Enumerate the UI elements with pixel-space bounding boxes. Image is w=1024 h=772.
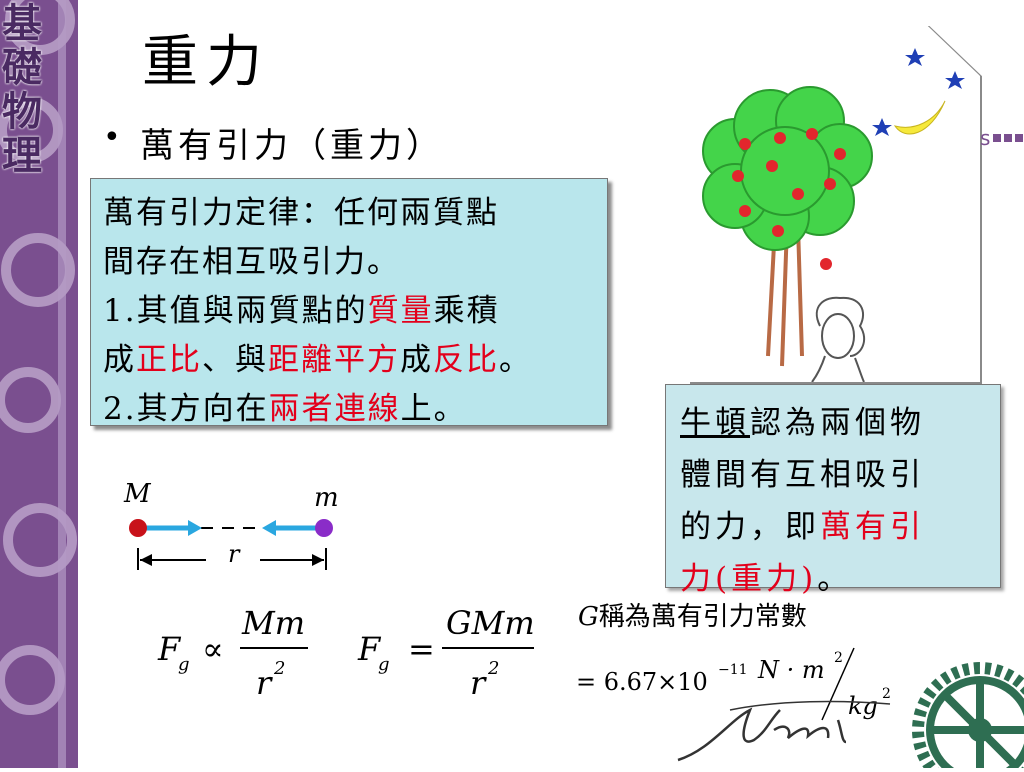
two-mass-diagram: M m r [118,478,358,582]
denominator-exponent: 2 [273,658,285,679]
newton-apple-illustration [690,26,980,382]
numerator: Mm [241,604,305,642]
law-text: 。 [499,342,532,378]
law-text: 乘積 [433,293,500,329]
constant-exponent: −11 [718,662,748,678]
gear-logo [900,650,1024,772]
gravitational-constant-label: G稱為萬有引力常數 [578,596,807,633]
constant-symbol: G [578,602,599,632]
proportional-formula-svg: F g ∝ Mm r 2 [157,604,308,702]
slide-title: 重力 [142,30,270,95]
law-text: 上。 [400,391,467,427]
note-highlight: 力(重力) [680,561,818,597]
gear-pattern [0,0,77,768]
dashes-icon: s [980,126,1023,150]
note-text: 認為兩個物 [750,405,925,441]
note-text: 的力，即 [680,509,820,545]
note-line: 牛頓認為兩個物 [680,397,990,449]
apple-tree-drawing [702,48,965,382]
denominator-exponent: 2 [487,658,499,679]
mass-big-label: M [123,479,152,509]
force-symbol: F [357,630,382,668]
law-highlight: 反比 [433,342,499,378]
law-text: 、與 [202,342,268,378]
mass-arrows-diagram: M m r [123,479,339,570]
law-line: 2.其方向在兩者連線上。 [103,385,599,434]
denominator: r [256,664,273,702]
decorative-edge-mark: s [980,126,1024,150]
force-subscript: g [378,654,390,675]
equals-symbol: = [408,630,435,668]
mass-big-dot [129,519,147,537]
proportional-formula: F g ∝ Mm r 2 [150,600,320,714]
law-line: 間存在相互吸引力。 [103,244,400,280]
svg-text:s: s [980,128,990,148]
sidebar-title-char: 基 [2,0,42,47]
newton-note-box: 牛頓認為兩個物 體間有互相吸引 的力，即萬有引 力(重力)。 [665,384,1001,597]
gear-icon [912,662,1024,772]
law-highlight: 正比 [136,342,202,378]
law-line: 成正比、與距離平方成反比。 [103,336,599,385]
sidebar-gear-strip [0,0,78,768]
note-line: 的力，即萬有引 [680,501,990,553]
mass-small-dot [315,519,333,537]
sidebar-title: 基 礎 物 理 [2,2,46,178]
note-highlight: 萬有引 [820,509,925,545]
unit-numerator: N · m [757,656,825,684]
proportional-symbol: ∝ [202,630,224,668]
note-line: 體間有互相吸引 [680,457,925,493]
law-line: 萬有引力定律：任何兩質點 [103,195,499,231]
sidebar-title-char: 物 [2,88,42,135]
signature-svg [677,700,891,762]
newton-name: 牛頓 [680,405,750,441]
unit-denominator-exponent: 2 [882,686,891,702]
equality-formula: F g = GMm r 2 [350,600,550,714]
law-highlight: 兩者連線 [268,391,401,427]
bullet-dot: • [103,120,121,155]
gravitational-constant-value: = 6.67×10 −11 N · m 2 kg 2 [572,640,902,734]
note-text: 。 [817,561,853,597]
distance-label: r [228,540,241,568]
law-highlight: 距離平方 [268,342,400,378]
note-line: 力(重力)。 [680,553,990,605]
unit-numerator-exponent: 2 [834,650,843,666]
mass-small-label: m [314,483,339,513]
constant-value-svg: = 6.67×10 −11 N · m 2 kg 2 [576,647,891,721]
constant-value: = 6.67×10 [576,668,708,696]
law-text: 2.其方向在 [103,391,269,427]
law-text: 1.其值與兩質點的 [103,293,368,329]
denominator: r [470,664,487,702]
unit-denominator: kg [848,692,878,720]
force-symbol: F [157,630,182,668]
numerator: GMm [446,604,535,642]
signature-logo [670,680,900,772]
equality-formula-svg: F g = GMm r 2 [357,604,535,702]
constant-text: 稱為萬有引力常數 [598,602,807,632]
gravitation-law-box: 萬有引力定律：任何兩質點 間存在相互吸引力。 1.其值與兩質點的質量乘積 成正比… [90,178,608,427]
law-line: 1.其值與兩質點的質量乘積 [103,287,599,336]
law-text: 成 [103,342,136,378]
sidebar-title-char: 理 [2,132,42,179]
law-highlight: 質量 [367,293,434,329]
law-text: 成 [400,342,433,378]
bullet-text: 萬有引力（重力） [140,126,444,166]
sidebar-title-char: 礎 [2,44,42,91]
force-subscript: g [178,654,190,675]
